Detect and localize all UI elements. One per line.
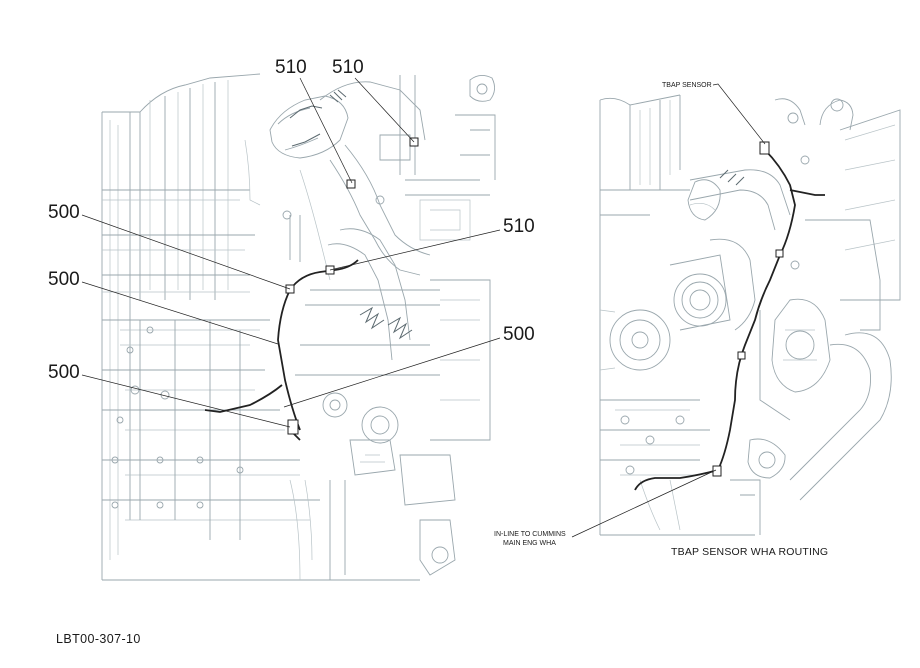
callout-510-c: 510 — [503, 216, 535, 237]
label-inline-line2: MAIN ENG WHA — [503, 540, 556, 547]
callout-500-a: 500 — [48, 202, 80, 223]
callout-500-c: 500 — [503, 324, 535, 345]
label-inline-line1: IN-LINE TO CUMMINS — [494, 531, 566, 538]
callout-500-b: 500 — [48, 269, 80, 290]
callout-500-d: 500 — [48, 362, 80, 383]
label-tbap-sensor: TBAP SENSOR — [662, 82, 712, 89]
callout-510-a: 510 — [275, 57, 307, 78]
right-wiring-harness — [634, 141, 825, 491]
callout-510-b: 510 — [332, 57, 364, 78]
document-id: LBT00-307-10 — [56, 632, 141, 646]
left-engine-illustration — [101, 73, 496, 581]
right-engine-illustration — [599, 94, 901, 536]
left-callouts: 510 510 500 510 500 500 500 — [48, 57, 535, 428]
right-callouts: TBAP SENSOR IN-LINE TO CUMMINS MAIN ENG … — [494, 82, 828, 558]
left-wiring-harness — [204, 137, 419, 441]
right-view-caption: TBAP SENSOR WHA ROUTING — [671, 546, 828, 558]
